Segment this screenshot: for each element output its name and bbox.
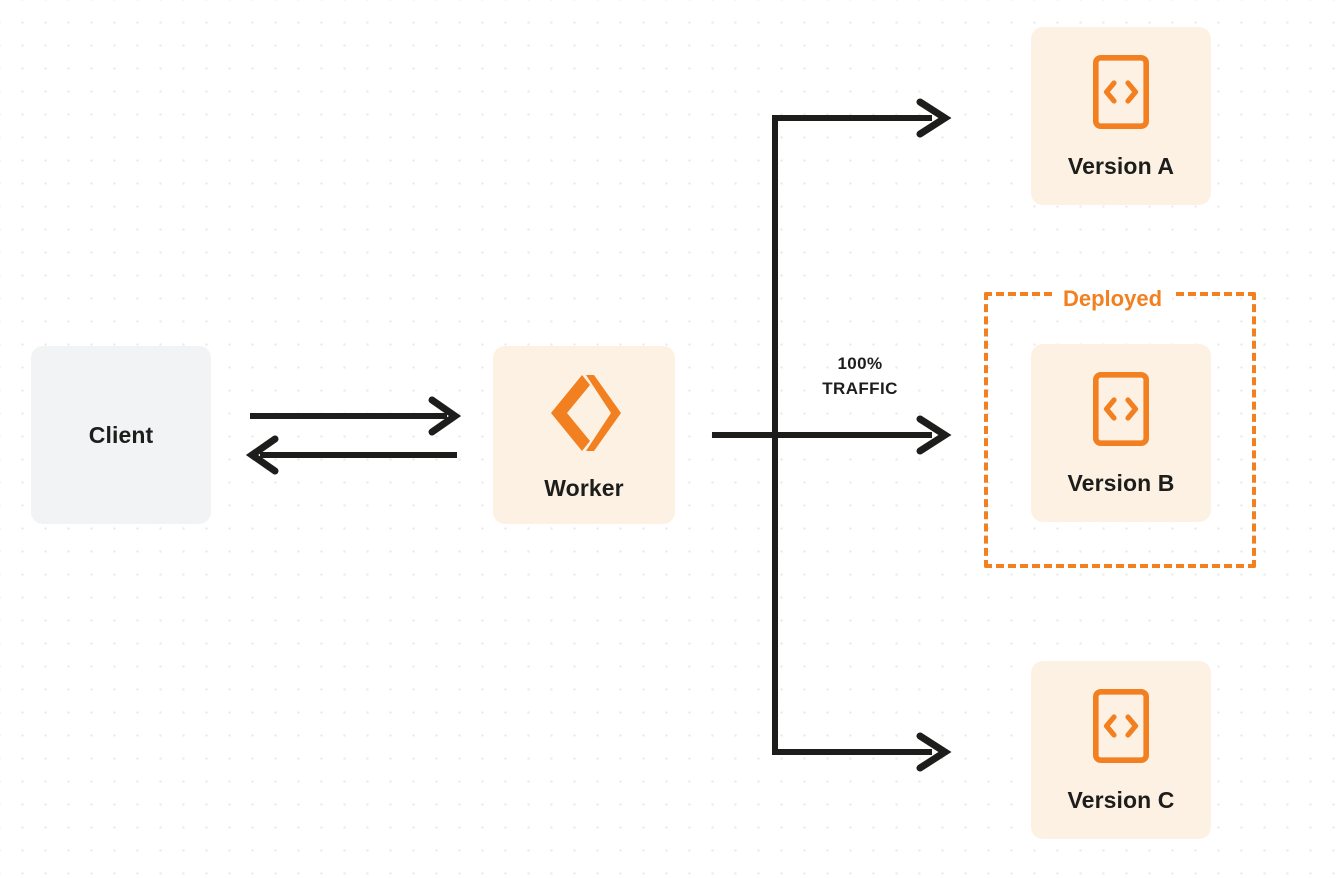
edge-trunk-to-version-a bbox=[772, 98, 952, 138]
node-worker-label: Worker bbox=[544, 474, 624, 501]
edge-worker-to-client bbox=[245, 435, 457, 475]
node-version-b-label: Version B bbox=[1067, 469, 1175, 496]
code-file-icon bbox=[1093, 371, 1149, 446]
deployed-group-label: Deployed bbox=[1053, 288, 1173, 310]
traffic-percent-text: 100% bbox=[837, 354, 883, 373]
traffic-label-group: 100% TRAFFIC bbox=[790, 352, 930, 401]
node-version-c-label: Version C bbox=[1067, 786, 1175, 813]
arrowhead-right-version-b bbox=[916, 415, 952, 455]
node-client[interactable]: Client bbox=[31, 346, 211, 524]
edge-client-to-worker bbox=[250, 396, 462, 436]
edge-trunk-to-version-c bbox=[772, 732, 952, 772]
edge-worker-to-version-b bbox=[712, 415, 952, 455]
arrowhead-left-worker-client bbox=[245, 435, 279, 475]
node-worker[interactable]: Worker bbox=[493, 346, 675, 524]
arrowhead-right-version-a bbox=[916, 98, 952, 138]
code-file-icon bbox=[1093, 54, 1149, 129]
node-version-a[interactable]: Version A bbox=[1031, 27, 1211, 205]
code-file-icon bbox=[1093, 688, 1149, 763]
node-client-label: Client bbox=[88, 421, 154, 448]
cloudflare-workers-logo-icon bbox=[545, 371, 623, 455]
arrowhead-right-client-worker bbox=[428, 396, 462, 436]
traffic-word-text: TRAFFIC bbox=[822, 378, 898, 398]
node-version-b[interactable]: Version B bbox=[1031, 344, 1211, 522]
arrowhead-right-version-c bbox=[916, 732, 952, 772]
node-version-c[interactable]: Version C bbox=[1031, 661, 1211, 839]
node-version-a-label: Version A bbox=[1067, 152, 1175, 179]
